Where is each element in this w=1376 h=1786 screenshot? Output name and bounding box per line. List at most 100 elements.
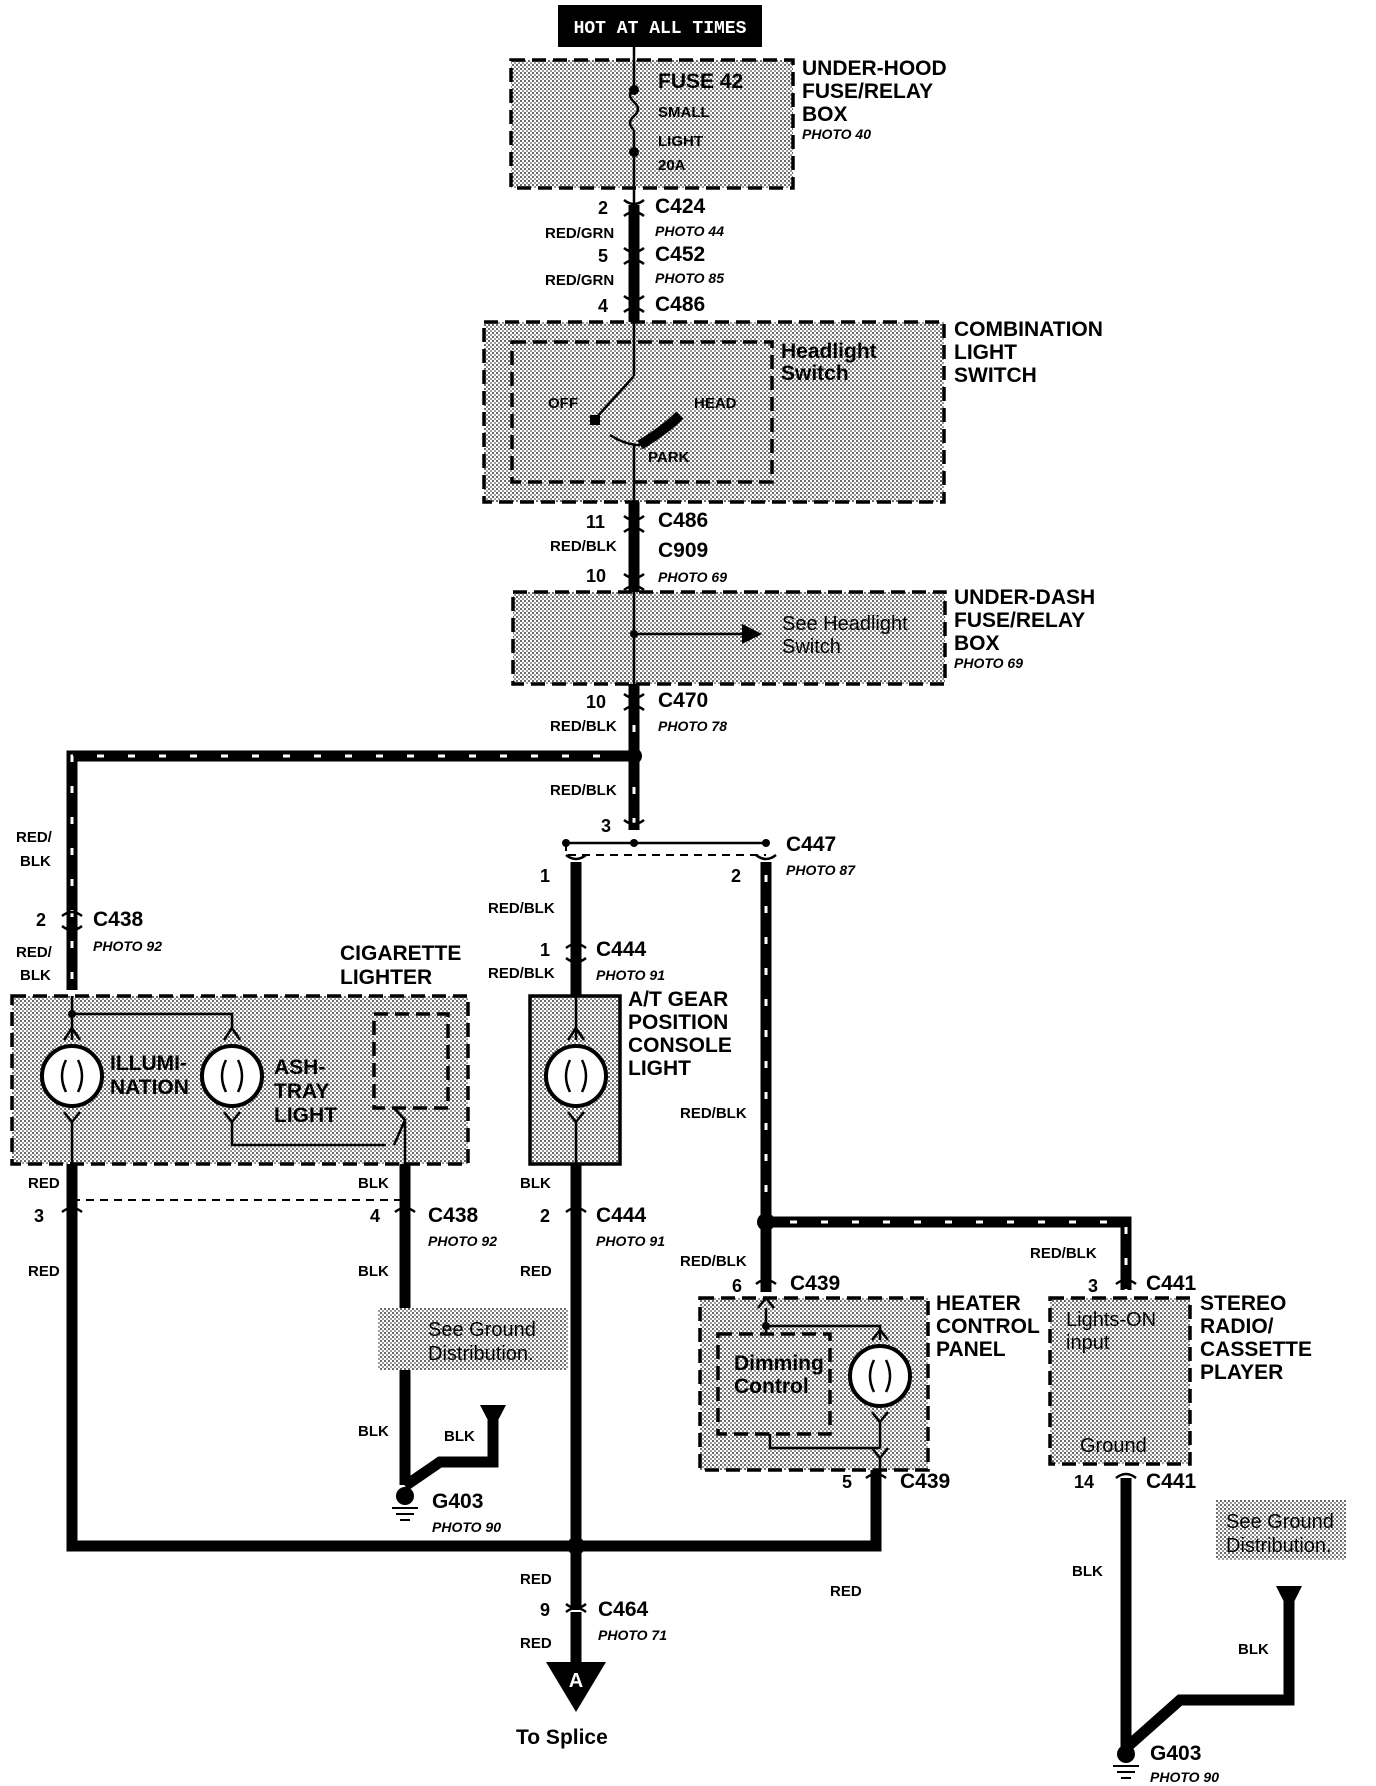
combination-title-3: SWITCH: [954, 364, 1037, 387]
ground-note-right-2: Distribution.: [1226, 1535, 1332, 1557]
lighter-blk-wire: BLK: [358, 1175, 389, 1192]
stereo-radio-box: [1048, 1296, 1192, 1466]
bulb1-label-1: ILLUMI-: [110, 1052, 187, 1075]
c486-bot-wire: RED/BLK: [550, 538, 617, 555]
c470-wire: RED/BLK: [550, 718, 617, 735]
c452-pin: 5: [598, 246, 608, 266]
underhood-title-1: UNDER-HOOD: [802, 57, 947, 80]
underhood-fuse-box: [509, 58, 795, 190]
underdash-title-1: UNDER-DASH: [954, 586, 1095, 609]
c424-photo: PHOTO 44: [655, 223, 724, 239]
c424-wire: RED/GRN: [545, 225, 614, 242]
g403-left-photo: PHOTO 90: [432, 1519, 501, 1535]
ground-note-left-1: See Ground: [428, 1319, 536, 1341]
splice-bottom: [567, 1537, 585, 1555]
underdash-title-3: BOX: [954, 632, 1000, 655]
c447-photo: PHOTO 87: [786, 862, 856, 878]
headlight-switch-inner: [510, 340, 774, 484]
heater-title-3: PANEL: [936, 1338, 1006, 1361]
c439-top-pin: 6: [732, 1276, 742, 1296]
trunk-wire: RED/BLK: [550, 782, 617, 799]
bulb2-label-3: LIGHT: [274, 1104, 337, 1127]
at-title-1: A/T GEAR: [628, 988, 728, 1011]
gnd-left-blk-wire: BLK: [358, 1423, 389, 1440]
g403-right-name: G403: [1150, 1742, 1201, 1765]
bulb1-label-2: NATION: [110, 1076, 189, 1099]
stereo-wire: RED/BLK: [1030, 1245, 1097, 1262]
c444-top-pin: 1: [540, 940, 550, 960]
c438-top-photo: PHOTO 92: [93, 938, 162, 954]
ground-tap-left: [480, 1405, 506, 1430]
c441-top-name: C441: [1146, 1272, 1197, 1295]
c424-pin: 2: [598, 198, 608, 218]
stereo-title-2: RADIO/: [1200, 1315, 1274, 1338]
ground-note-left: [378, 1308, 568, 1370]
ground-tap-right: [1276, 1586, 1302, 1612]
at-title-2: POSITION: [628, 1011, 728, 1034]
stereo-input-1: Lights-ON: [1066, 1309, 1156, 1331]
left-red-wire-2: RED: [28, 1263, 60, 1280]
dimming-label-2: Control: [734, 1375, 809, 1398]
heater-title-2: CONTROL: [936, 1315, 1040, 1338]
c441-top-pin: 3: [1088, 1276, 1098, 1296]
at-gear-bulb-icon: [544, 1044, 608, 1108]
mid-wire-1: RED/BLK: [488, 900, 555, 917]
g403-right-photo: PHOTO 90: [1150, 1769, 1219, 1785]
c909-name: C909: [658, 539, 708, 562]
at-red-wire: RED: [520, 1263, 552, 1280]
c909-photo: PHOTO 69: [658, 569, 727, 585]
left-wire-1a: RED/: [16, 829, 53, 846]
bottom-red-wire: RED: [830, 1583, 862, 1600]
illumination-bulb-icon: [40, 1044, 104, 1108]
c486-top-name: C486: [655, 293, 705, 316]
stereo-blk-wire: BLK: [1072, 1563, 1103, 1580]
lighter-blk-wire-2: BLK: [358, 1263, 389, 1280]
heater-title-1: HEATER: [936, 1292, 1021, 1315]
hot-at-all-times-banner: [558, 5, 762, 47]
c438-top-name: C438: [93, 908, 144, 931]
c452-photo: PHOTO 85: [655, 270, 724, 286]
underdash-note-2: Switch: [782, 636, 841, 658]
stereo-title-3: CASSETTE: [1200, 1338, 1312, 1361]
c438-bot-pin-blk: 4: [370, 1206, 380, 1226]
at-title-4: LIGHT: [628, 1057, 691, 1080]
switch-off: OFF: [548, 395, 578, 412]
c439-bot-name: C439: [900, 1470, 950, 1493]
c470-name: C470: [658, 689, 708, 712]
c444-top-name: C444: [596, 938, 647, 961]
at-blk-wire: BLK: [520, 1175, 551, 1192]
c452-wire: RED/GRN: [545, 272, 614, 289]
c441-bot-name: C441: [1146, 1470, 1197, 1493]
underdash-photo: PHOTO 69: [954, 655, 1023, 671]
right-wire-1: RED/BLK: [680, 1105, 747, 1122]
left-red-wire-1: RED: [28, 1175, 60, 1192]
c438-top-pin: 2: [36, 910, 46, 930]
g403-left-name: G403: [432, 1490, 483, 1513]
splice-red-wire-1: RED: [520, 1571, 552, 1588]
switch-park: PARK: [648, 449, 690, 466]
headlight-switch-title-1: Headlight: [781, 340, 877, 363]
c486-bot-name: C486: [658, 509, 708, 532]
c470-photo: PHOTO 78: [658, 718, 727, 734]
stereo-title-4: PLAYER: [1200, 1361, 1283, 1384]
c464-photo: PHOTO 71: [598, 1627, 667, 1643]
fuse-desc-2: LIGHT: [658, 133, 703, 150]
mid-wire-2: RED/BLK: [488, 965, 555, 982]
ground-note-right: [1216, 1500, 1346, 1560]
left-wire-1b: BLK: [20, 853, 51, 870]
splice-red-wire-2: RED: [520, 1635, 552, 1652]
dimming-label-1: Dimming: [734, 1352, 824, 1375]
c464-name: C464: [598, 1598, 649, 1621]
combination-light-switch: [482, 320, 946, 504]
dimming-control-box: [716, 1332, 832, 1436]
underhood-title-2: FUSE/RELAY: [802, 80, 933, 103]
bulb2-label-2: TRAY: [274, 1080, 329, 1103]
c447-name: C447: [786, 833, 836, 856]
c444-bot-name: C444: [596, 1204, 647, 1227]
c439-bot-pin: 5: [842, 1472, 852, 1492]
c444-bot-photo: PHOTO 91: [596, 1233, 665, 1249]
ground-note-right-1: See Ground: [1226, 1511, 1334, 1533]
combination-title-2: LIGHT: [954, 341, 1017, 364]
c439-top-name: C439: [790, 1272, 840, 1295]
heater-bulb-icon: [848, 1344, 912, 1408]
